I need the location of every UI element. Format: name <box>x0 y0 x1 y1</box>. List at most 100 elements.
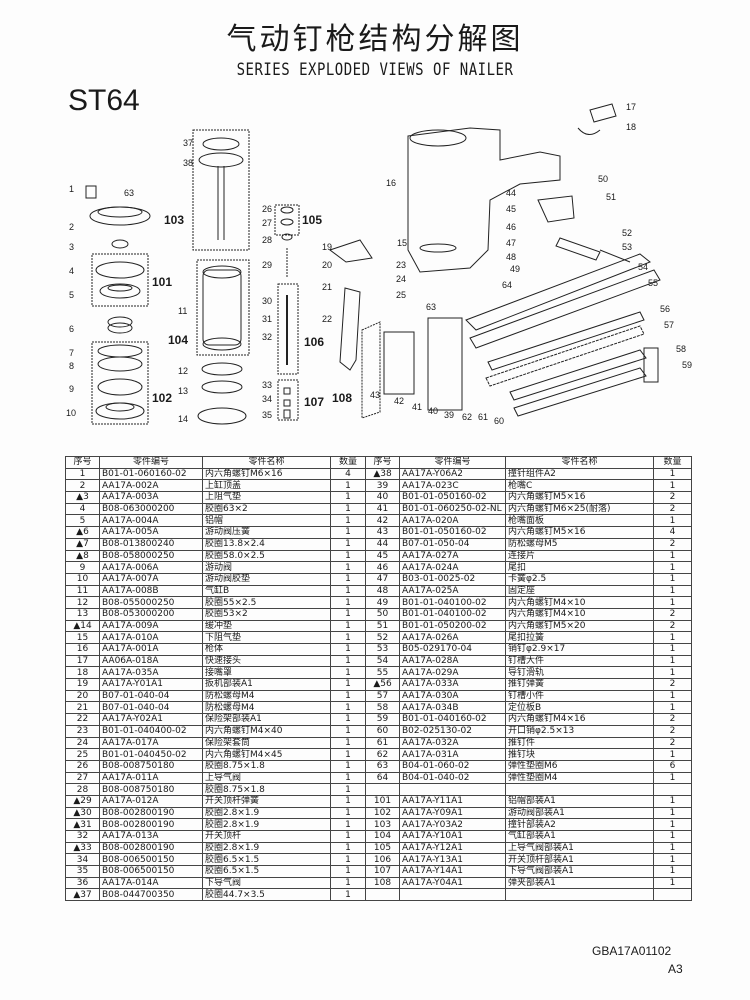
row-no-right: 42 <box>365 514 400 528</box>
row-part-number-left: AA17A-003A <box>99 491 203 504</box>
row-part-name-left: 胶圈53×2 <box>202 607 331 621</box>
row-qty-left: 1 <box>330 876 366 890</box>
row-qty-right: 1 <box>653 865 692 878</box>
part-o-ring-58 <box>97 356 143 372</box>
row-no-left: 28 <box>65 783 100 796</box>
part-positioning-plate <box>643 347 659 383</box>
row-part-name-right: 撞针部装A2 <box>505 818 654 831</box>
row-part-name-right: 开口销φ2.5×13 <box>505 724 654 738</box>
row-part-name-left: 胶圈6.5×1.5 <box>202 853 331 867</box>
row-part-number-right <box>399 888 506 902</box>
part-nose-plate <box>383 331 415 395</box>
svg-text:55: 55 <box>648 278 658 288</box>
row-part-number-right: AA17A-Y12A1 <box>399 841 506 855</box>
row-part-number-left: B08-002800190 <box>99 818 203 831</box>
row-part-name-right: 钉槽小件 <box>505 689 654 703</box>
row-qty-right: 2 <box>653 724 692 738</box>
row-qty-right: 1 <box>653 771 692 785</box>
row-no-right: 40 <box>365 491 400 504</box>
row-no-right: 48 <box>365 584 400 598</box>
assembly-box-102 <box>91 341 149 425</box>
row-part-number-left: B08-055000250 <box>99 596 203 609</box>
row-part-number-right: B05-029170-04 <box>399 643 506 656</box>
row-part-name-right: 固定座 <box>505 584 654 598</box>
row-no-right: 52 <box>365 631 400 644</box>
row-no-left: 10 <box>65 572 100 586</box>
row-qty-right <box>653 888 692 902</box>
row-qty-right: 2 <box>653 678 692 691</box>
svg-text:18: 18 <box>626 122 636 132</box>
row-part-name-left: 胶圈58.0×2.5 <box>202 549 331 563</box>
svg-text:106: 106 <box>304 335 324 349</box>
row-qty-right: 1 <box>653 806 692 820</box>
row-qty-right: 1 <box>653 514 692 528</box>
row-part-number-right: AA17A-Y03A2 <box>399 818 506 831</box>
svg-text:108: 108 <box>332 391 352 405</box>
row-no-right: 41 <box>365 502 400 516</box>
model-number: ST64 <box>68 84 140 117</box>
svg-text:27: 27 <box>262 218 272 228</box>
row-part-number-left: B08-053000200 <box>99 607 203 621</box>
row-no-right: 53 <box>365 643 400 656</box>
row-part-number-right: AA17A-030A <box>399 689 506 703</box>
row-part-name-left: 胶圈44.7×3.5 <box>202 888 331 902</box>
row-no-right: 59 <box>365 713 400 726</box>
row-part-name-right: 气缸部装A1 <box>505 830 654 843</box>
row-part-name-left: 内六角螺钉M6×16 <box>202 467 331 481</box>
row-no-right: 107 <box>365 865 400 878</box>
row-qty-right: 2 <box>653 607 692 621</box>
row-part-name-left: 上缸顶盖 <box>202 479 331 493</box>
part-screw <box>85 185 97 199</box>
row-no-left: 11 <box>65 584 100 598</box>
header-part-name-right: 零件名称 <box>505 456 654 469</box>
row-no-right: 49 <box>365 596 400 609</box>
svg-text:32: 32 <box>262 332 272 342</box>
svg-text:30: 30 <box>262 296 272 306</box>
row-part-number-right: B01-01-060250-02-NL <box>399 502 506 516</box>
row-part-number-right: AA17A-023C <box>399 479 506 493</box>
row-part-number-right <box>399 783 506 796</box>
row-part-number-right: B04-01-040-02 <box>399 771 506 785</box>
row-part-name-left: 上导气阀 <box>202 771 331 785</box>
row-qty-left: 1 <box>330 771 366 785</box>
row-part-name-right: 内六角螺钉M6×25(耐落) <box>505 502 654 516</box>
row-qty-right: 2 <box>653 537 692 551</box>
svg-text:49: 49 <box>510 264 520 274</box>
svg-text:23: 23 <box>396 260 406 270</box>
row-no-left: 4 <box>65 502 100 516</box>
row-part-number-right: AA17A-028A <box>399 654 506 668</box>
row-qty-right: 1 <box>653 549 692 563</box>
row-qty-right: 1 <box>653 572 692 586</box>
svg-text:24: 24 <box>396 274 406 284</box>
svg-text:48: 48 <box>506 252 516 262</box>
row-no-left: 17 <box>65 654 100 668</box>
part-quick-coupler <box>589 103 617 123</box>
row-part-name-left: 开关顶杆 <box>202 830 331 843</box>
row-part-number-right: B03-01-0025-02 <box>399 572 506 586</box>
row-no-left: 27 <box>65 771 100 785</box>
part-aluminum-cap <box>99 283 141 299</box>
svg-text:29: 29 <box>262 260 272 270</box>
svg-text:46: 46 <box>506 222 516 232</box>
row-part-name-right: 尾扣拉簧 <box>505 631 654 644</box>
row-part-number-right: B01-01-040100-02 <box>399 596 506 609</box>
part-body <box>407 127 561 273</box>
row-part-name-right: 连接片 <box>505 549 654 563</box>
svg-text:42: 42 <box>394 396 404 406</box>
row-part-name-left: 胶圈55×2.5 <box>202 596 331 609</box>
row-no-right: ▲38 <box>365 467 400 481</box>
row-no-right: 60 <box>365 724 400 738</box>
row-qty-right: 1 <box>653 561 692 574</box>
svg-text:60: 60 <box>494 416 504 426</box>
row-no-left: ▲29 <box>65 794 100 808</box>
row-qty-left: 1 <box>330 596 366 609</box>
